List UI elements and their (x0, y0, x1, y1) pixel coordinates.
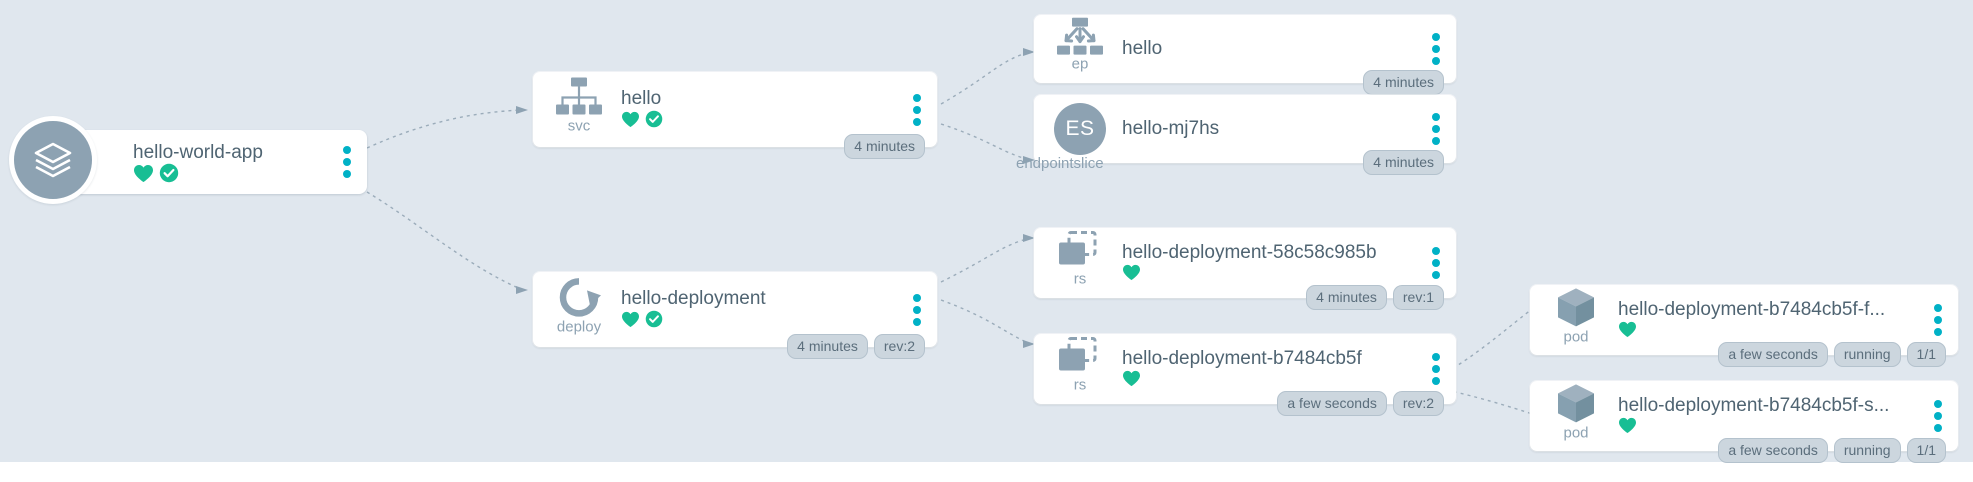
badge-age: 4 minutes (1306, 285, 1387, 310)
kind-label: ep (1071, 55, 1089, 73)
heart-healthy-icon (1122, 370, 1141, 392)
node-menu-button[interactable] (1432, 113, 1440, 145)
deployment-rotate-icon: deploy (551, 276, 607, 334)
node-menu-button[interactable] (913, 293, 921, 326)
badge-phase: running (1833, 438, 1901, 463)
node-title: hello-mj7hs (1122, 118, 1220, 139)
app-node-menu-button[interactable] (343, 146, 351, 178)
heart-healthy-icon (133, 164, 154, 188)
badge-age: a few seconds (1718, 438, 1828, 463)
node-badges: 4 minutes (1363, 150, 1444, 175)
replicaset-stack-icon: rs (1052, 337, 1108, 393)
pod-cube-icon: pod (1548, 286, 1604, 344)
node-menu-button[interactable] (1432, 353, 1440, 385)
service-hierarchy-icon: svc (551, 77, 607, 133)
app-status-icons (133, 163, 263, 188)
node-title: hello-deployment-b7484cb5f-s... (1618, 394, 1890, 416)
badge-revision: rev:1 (1392, 285, 1444, 310)
node-status-icons (1618, 321, 1885, 343)
node-title: hello-deployment-b7484cb5f (1122, 347, 1362, 369)
kind-label: rs (1073, 270, 1087, 288)
node-badges: 4 minutes (1363, 70, 1444, 95)
node-pod-b7484cb5f-s[interactable]: pod hello-deployment-b7484cb5f-s... a fe… (1530, 381, 1958, 463)
node-title: hello-deployment-58c58c985b (1122, 241, 1377, 263)
node-deploy-hello-deployment[interactable]: deploy hello-deployment 4 minutes rev:2 (533, 272, 937, 359)
node-title: hello-deployment-b7484cb5f-f... (1618, 298, 1886, 320)
node-svc-hello[interactable]: svc hello 4 minutes (533, 72, 937, 159)
node-menu-button[interactable] (1934, 304, 1942, 336)
badge-phase: running (1833, 342, 1901, 367)
heart-healthy-icon (621, 111, 640, 133)
kind-label: pod (1563, 424, 1589, 442)
node-menu-button[interactable] (913, 93, 921, 126)
layers-icon (9, 116, 97, 204)
node-badges: a few seconds running 1/1 (1718, 438, 1946, 463)
node-rs-58c58c985b[interactable]: rs hello-deployment-58c58c985b 4 minutes… (1034, 228, 1456, 310)
kind-label: pod (1563, 328, 1589, 346)
badge-ready: 1/1 (1906, 438, 1946, 463)
node-pod-b7484cb5f-f[interactable]: pod hello-deployment-b7484cb5f-f... a fe… (1530, 285, 1958, 367)
node-badges: 4 minutes (844, 134, 925, 159)
badge-age: 4 minutes (1363, 150, 1444, 175)
badge-age: a few seconds (1277, 391, 1387, 416)
node-status-icons (1122, 370, 1362, 392)
node-title: hello (1122, 38, 1163, 59)
badge-ready: 1/1 (1906, 342, 1946, 367)
badge-age: 4 minutes (844, 134, 925, 159)
node-endpointslice-hello-mj7hs[interactable]: ES endpointslice hello-mj7hs 4 minutes (1016, 95, 1456, 175)
es-initials: ES (1054, 103, 1106, 155)
heart-healthy-icon (1122, 264, 1141, 286)
badge-revision: rev:2 (1392, 391, 1444, 416)
badge-age: 4 minutes (1363, 70, 1444, 95)
endpoints-arrows-icon: ep (1052, 17, 1108, 73)
node-menu-button[interactable] (1432, 247, 1440, 279)
pod-cube-icon: pod (1548, 382, 1604, 440)
app-node-hello-world-app[interactable]: hello-world-app (9, 116, 367, 204)
replicaset-stack-icon: rs (1052, 231, 1108, 287)
node-badges: 4 minutes rev:2 (787, 334, 925, 359)
node-status-icons (621, 310, 766, 333)
endpointslice-avatar: ES endpointslice (1016, 103, 1108, 171)
node-title: hello-deployment (621, 288, 766, 309)
check-synced-icon (645, 110, 663, 133)
node-ep-hello[interactable]: ep hello 4 minutes (1034, 15, 1456, 95)
heart-healthy-icon (1618, 417, 1637, 439)
kind-label: deploy (556, 317, 602, 335)
node-status-icons (1122, 264, 1377, 286)
canvas-bottom-strip (0, 462, 1973, 482)
kind-label: rs (1073, 376, 1087, 394)
badge-age: a few seconds (1718, 342, 1828, 367)
app-title: hello-world-app (133, 142, 263, 163)
node-menu-button[interactable] (1432, 33, 1440, 65)
kind-label: endpointslice (1016, 155, 1104, 172)
node-title: hello (621, 88, 662, 109)
heart-healthy-icon (1618, 321, 1637, 343)
check-synced-icon (159, 163, 179, 188)
heart-healthy-icon (621, 311, 640, 333)
node-menu-button[interactable] (1934, 400, 1942, 432)
node-badges: a few seconds rev:2 (1277, 391, 1444, 416)
node-rs-b7484cb5f[interactable]: rs hello-deployment-b7484cb5f a few seco… (1034, 334, 1456, 416)
node-badges: a few seconds running 1/1 (1718, 342, 1946, 367)
badge-revision: rev:2 (873, 334, 925, 359)
node-status-icons (1618, 417, 1889, 439)
check-synced-icon (645, 310, 663, 333)
badge-age: 4 minutes (787, 334, 868, 359)
node-badges: 4 minutes rev:1 (1306, 285, 1444, 310)
node-status-icons (621, 110, 663, 133)
kind-label: svc (567, 117, 591, 135)
